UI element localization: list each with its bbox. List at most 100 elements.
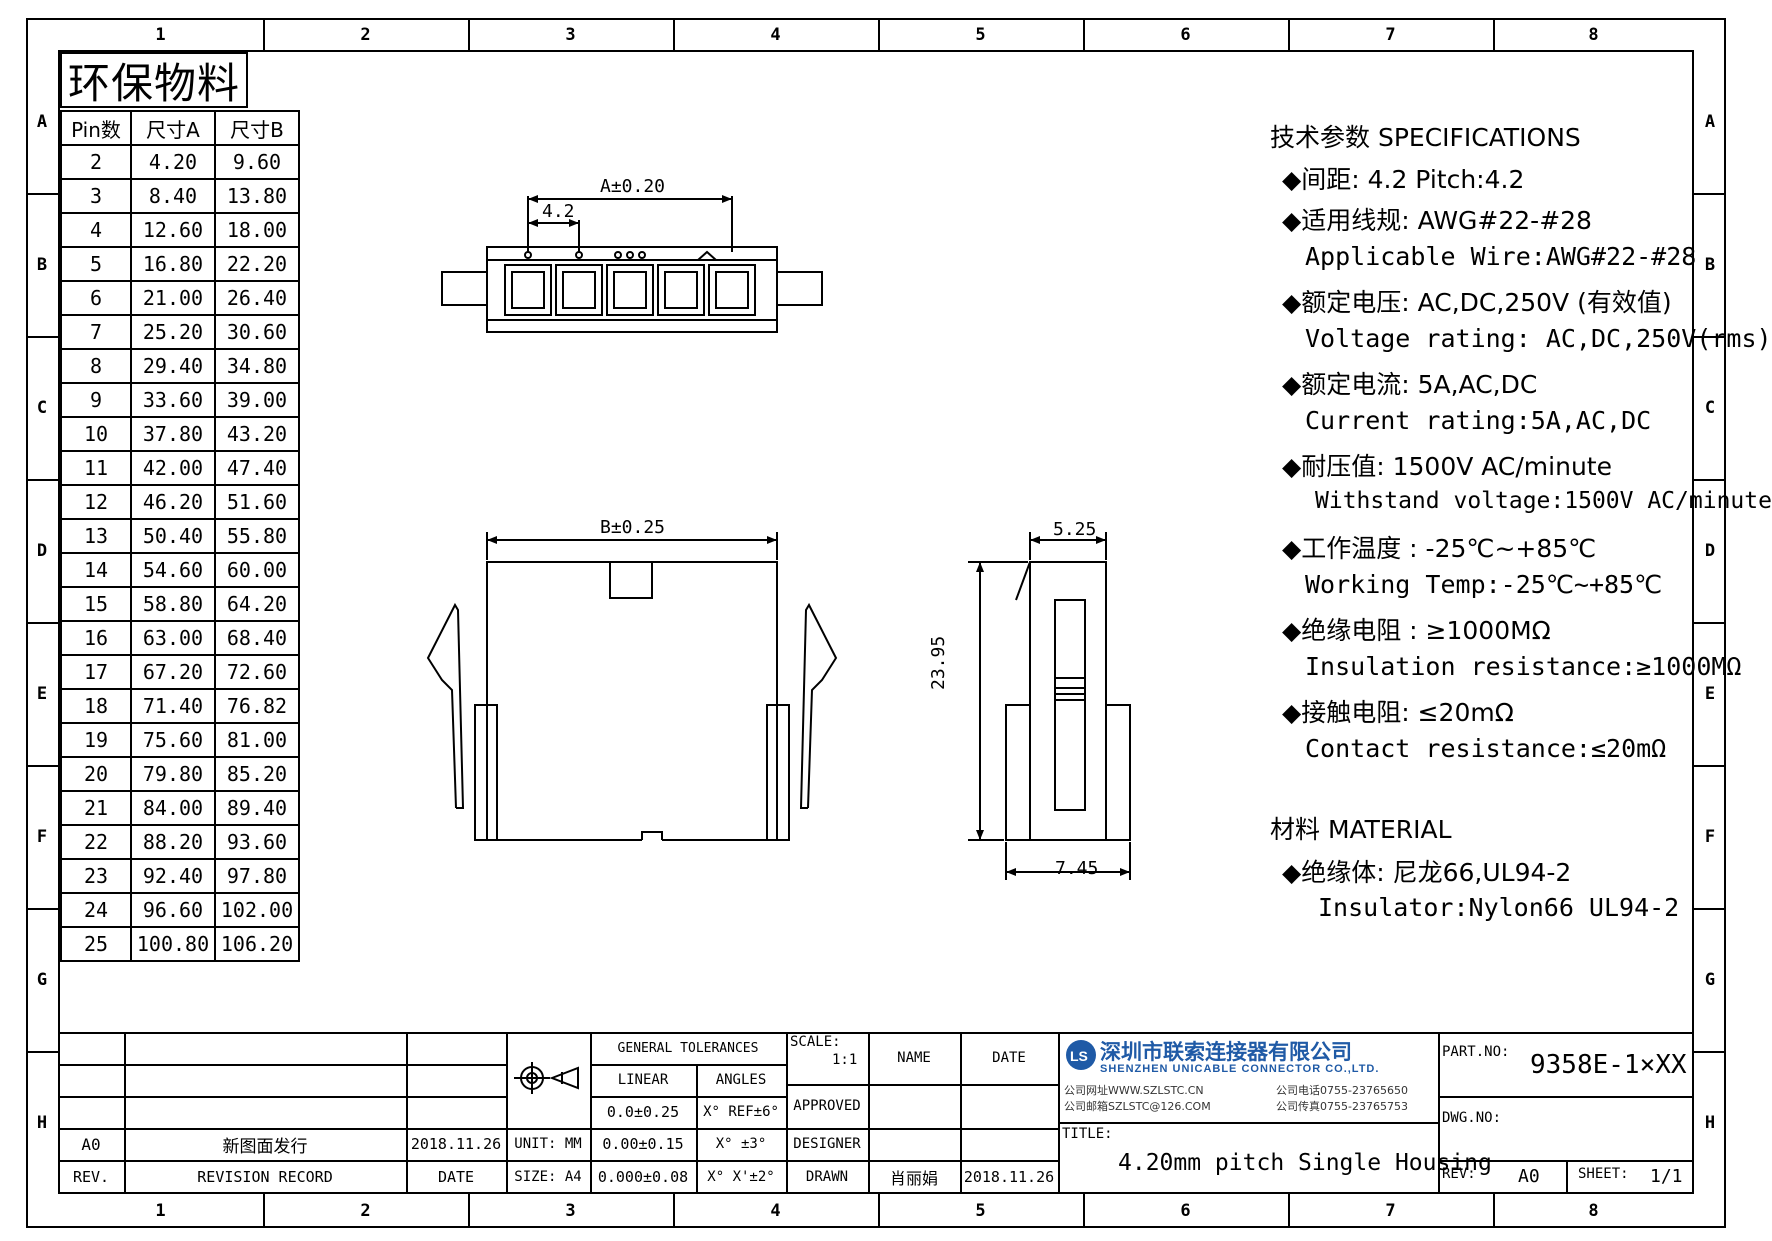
rev-date: 2018.11.26 — [410, 1135, 502, 1153]
left-latch-arm — [426, 602, 465, 809]
dim-arrow — [976, 830, 984, 840]
dimension-b-cell: 51.60 — [214, 484, 300, 520]
cavity-3 — [606, 264, 654, 316]
cavity-5-inner — [715, 271, 749, 309]
zone-row-a-right: A — [1704, 111, 1716, 132]
zone-tick — [1288, 1194, 1290, 1226]
third-angle-projection-icon — [514, 1062, 579, 1094]
drawn-label: DRAWN — [805, 1169, 849, 1185]
keying-dot — [638, 251, 646, 259]
dim-arrow — [528, 195, 538, 203]
title-block-rule — [590, 1096, 786, 1098]
general-tolerances-label: GENERAL TOLERANCES — [617, 1040, 759, 1056]
zone-col-3-top: 3 — [565, 25, 576, 45]
title-block-rule — [868, 1032, 870, 1194]
spec-voltage-cn: ◆额定电压: AC,DC,250V (有效值) — [1282, 288, 1672, 317]
company-website: 公司网址WWW.SZLSTC.CN — [1064, 1084, 1204, 1097]
title-block-rule — [124, 1032, 126, 1194]
spec-contact-en: Contact resistance:≤20mΩ — [1305, 734, 1667, 763]
spec-current-en: Current rating:5A,AC,DC — [1305, 406, 1652, 435]
side-latch — [1015, 561, 1031, 601]
drawn-by-name: 肖丽娟 — [889, 1169, 938, 1188]
zone-tick — [1694, 336, 1726, 338]
approved-label: APPROVED — [793, 1098, 861, 1114]
zone-col-4-bottom: 4 — [770, 1201, 781, 1221]
pin-count-cell: 8 — [60, 348, 132, 384]
dim-arrow — [1030, 536, 1040, 544]
title-block-rule — [1566, 1160, 1568, 1194]
dimension-a-cell: 58.80 — [130, 586, 216, 622]
cavity-3-inner — [613, 271, 647, 309]
tolerance-angle-2: X° ±3° — [715, 1136, 767, 1152]
dim-arrow — [722, 195, 732, 203]
zone-row-b-right: B — [1704, 254, 1716, 275]
dimension-b-cell: 93.60 — [214, 824, 300, 860]
dim-arrow — [487, 536, 497, 544]
dimension-a-cell: 33.60 — [130, 382, 216, 418]
zone-row-c-left: C — [36, 397, 48, 418]
pin-count-cell: 4 — [60, 212, 132, 248]
company-name-en: SHENZHEN UNICABLE CONNECTOR CO.,LTD. — [1100, 1063, 1380, 1075]
zone-row-b-left: B — [36, 254, 48, 275]
dim-arrow — [976, 562, 984, 572]
top-notch — [609, 562, 653, 599]
zone-row-h-right: H — [1704, 1112, 1716, 1133]
right-flange — [776, 271, 823, 306]
rev-column-label: REV. — [72, 1168, 110, 1186]
zone-col-2-top: 2 — [360, 25, 371, 45]
dim-arrow — [767, 536, 777, 544]
zone-tick — [1493, 1194, 1495, 1226]
dimension-b-cell: 64.20 — [214, 586, 300, 622]
pin-count-cell: 22 — [60, 824, 132, 860]
dimension-a-cell: 42.00 — [130, 450, 216, 486]
spec-wire-cn: ◆适用线规: AWG#22-#28 — [1282, 206, 1592, 235]
zone-row-e-right: E — [1704, 683, 1716, 704]
eco-material-label: 环保物料 — [60, 52, 248, 108]
dim-label-b: B±0.25 — [600, 517, 666, 538]
pin-count-cell: 21 — [60, 790, 132, 826]
side-housing-outline — [1029, 561, 1107, 841]
svg-text:LS: LS — [1070, 1048, 1088, 1064]
drawing-inner-frame — [58, 50, 1694, 1194]
side-rib-left — [1005, 704, 1031, 841]
dimension-a-cell: 67.20 — [130, 654, 216, 690]
tolerance-linear-3: 0.000±0.08 — [597, 1168, 689, 1186]
zone-col-4-top: 4 — [770, 25, 781, 45]
left-flange — [441, 271, 488, 306]
unit-label: UNIT: MM — [514, 1136, 582, 1152]
dwg-no-label: DWG.NO: — [1442, 1110, 1502, 1126]
company-fax: 公司传真0755-23765753 — [1276, 1100, 1408, 1113]
zone-tick — [1694, 1051, 1726, 1053]
dim-label-a: A±0.20 — [600, 176, 666, 197]
pin-count-cell: 12 — [60, 484, 132, 520]
zone-col-8-top: 8 — [1588, 25, 1599, 45]
zone-col-5-bottom: 5 — [975, 1201, 986, 1221]
dimension-a-cell: 25.20 — [130, 314, 216, 350]
dimension-b-cell: 9.60 — [214, 144, 300, 180]
dimension-a-cell: 71.40 — [130, 688, 216, 724]
dimension-b-cell: 106.20 — [214, 926, 300, 962]
spec-contact-cn: ◆接触电阻: ≤20mΩ — [1282, 698, 1514, 727]
sheet-value: 1/1 — [1650, 1166, 1683, 1187]
zone-tick — [1083, 1194, 1085, 1226]
title-block-rule — [696, 1064, 698, 1194]
header-dimension-a: 尺寸A — [130, 110, 216, 146]
title-block-rule — [58, 1128, 1058, 1130]
spec-voltage-en: Voltage rating: AC,DC,250V(rms) — [1305, 324, 1772, 353]
pin-count-cell: 19 — [60, 722, 132, 758]
zone-col-6-top: 6 — [1180, 25, 1191, 45]
